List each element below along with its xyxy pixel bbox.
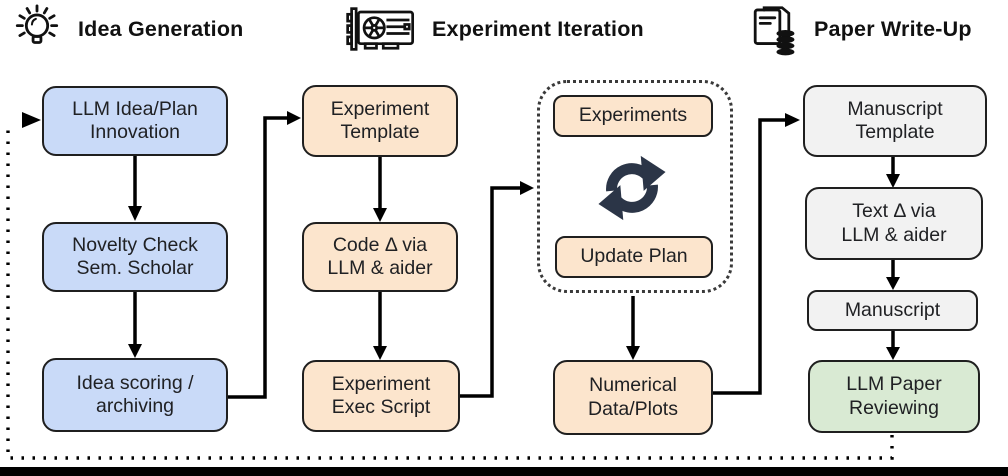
section-header-experiment-iteration: Experiment Iteration xyxy=(344,0,644,58)
section-title: Experiment Iteration xyxy=(432,16,644,41)
node-manuscript-template: Manuscript Template xyxy=(803,85,987,157)
node-text-delta-aider: Text Δ via LLM & aider xyxy=(805,187,983,260)
arrow-exec-to-loopgroup xyxy=(460,186,520,398)
node-manuscript: Manuscript xyxy=(807,290,978,331)
section-title: Idea Generation xyxy=(78,16,244,41)
node-experiment-template: Experiment Template xyxy=(302,85,458,157)
bottom-border-bar xyxy=(0,467,1008,476)
node-idea-scoring: Idea scoring / archiving xyxy=(42,358,228,432)
node-experiment-exec: Experiment Exec Script xyxy=(302,360,460,432)
node-code-delta-aider: Code Δ via LLM & aider xyxy=(302,222,458,292)
gpu-card-icon xyxy=(346,7,415,51)
node-numerical-data: Numerical Data/Plots xyxy=(553,360,713,435)
section-header-idea-generation: Idea Generation xyxy=(10,0,244,58)
node-llm-idea-plan: LLM Idea/Plan Innovation xyxy=(42,86,228,156)
paper-database-icon xyxy=(753,6,795,56)
feedback-arrowhead xyxy=(22,112,41,128)
node-novelty-check: Novelty Check Sem. Scholar xyxy=(42,222,228,292)
experiment-loop-group xyxy=(537,80,733,293)
section-title: Paper Write-Up xyxy=(814,16,972,41)
sync-loop-icon xyxy=(598,155,666,221)
lightbulb-icon xyxy=(15,4,59,44)
section-header-paper-write-up: Paper Write-Up xyxy=(744,0,972,58)
arrow-scoring-to-exptemplate xyxy=(228,116,287,399)
node-llm-paper-reviewing: LLM Paper Reviewing xyxy=(808,360,980,433)
node-update-plan: Update Plan xyxy=(555,236,713,278)
node-experiments: Experiments xyxy=(553,95,713,137)
